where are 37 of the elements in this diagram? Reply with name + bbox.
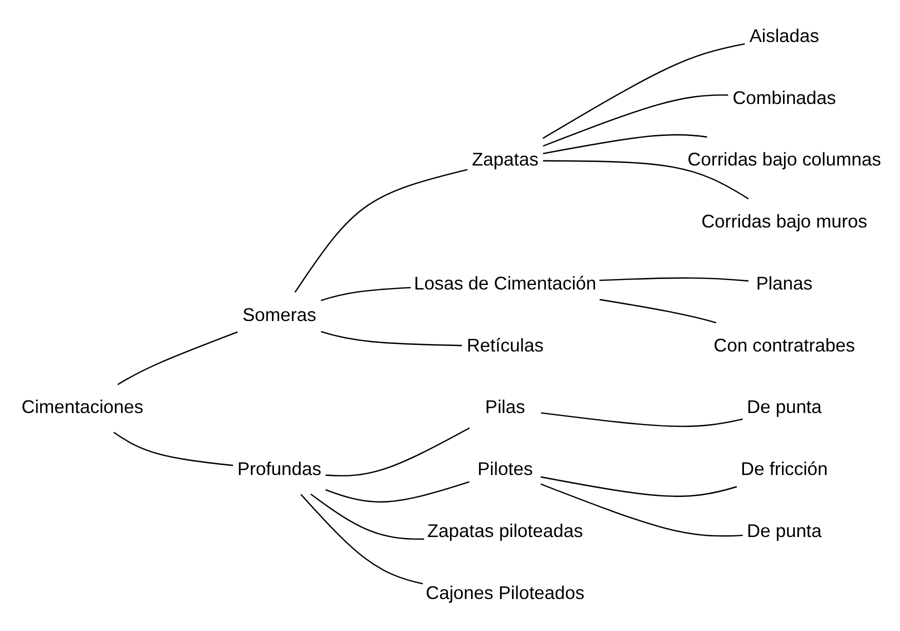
node-text: De punta [746, 520, 822, 541]
node-text: Profundas [236, 458, 321, 480]
connector [542, 134, 707, 154]
node-text: Pilas [484, 396, 525, 418]
connector [116, 331, 238, 386]
connector [325, 427, 470, 476]
connector [542, 94, 728, 147]
node-text: Con contratrabes [713, 334, 854, 356]
node-text: Retículas [466, 334, 544, 356]
connector [294, 168, 468, 293]
connector [320, 331, 462, 346]
connector [300, 494, 422, 584]
connector [542, 160, 748, 200]
connector [542, 43, 744, 139]
node-text: De punta [746, 396, 822, 418]
node-text: De fricción [740, 458, 828, 480]
node-text: Cajones Piloteados [425, 582, 584, 603]
node-text: Aisladas [748, 24, 819, 46]
node-text: Zapatas [471, 148, 538, 170]
connector [540, 483, 742, 537]
connector [540, 476, 736, 497]
node-text: Combinadas [732, 86, 836, 108]
node-text: Losas de Cimentación [414, 272, 596, 294]
connector [540, 412, 742, 428]
node-text: Corridas bajo muros [700, 210, 867, 232]
connector [599, 298, 716, 324]
node-text: Cimentaciones [21, 396, 143, 418]
node-text: Corridas bajo columnas [687, 148, 881, 170]
connector [310, 494, 424, 540]
node-text: Zapatas piloteadas [426, 520, 582, 541]
connector [598, 277, 748, 282]
node-text: Someras [242, 304, 316, 326]
connector [324, 481, 469, 503]
node-text: Planas [756, 272, 812, 294]
node-text: Pilotes [477, 458, 532, 480]
connector [320, 286, 410, 302]
connector [112, 432, 233, 466]
